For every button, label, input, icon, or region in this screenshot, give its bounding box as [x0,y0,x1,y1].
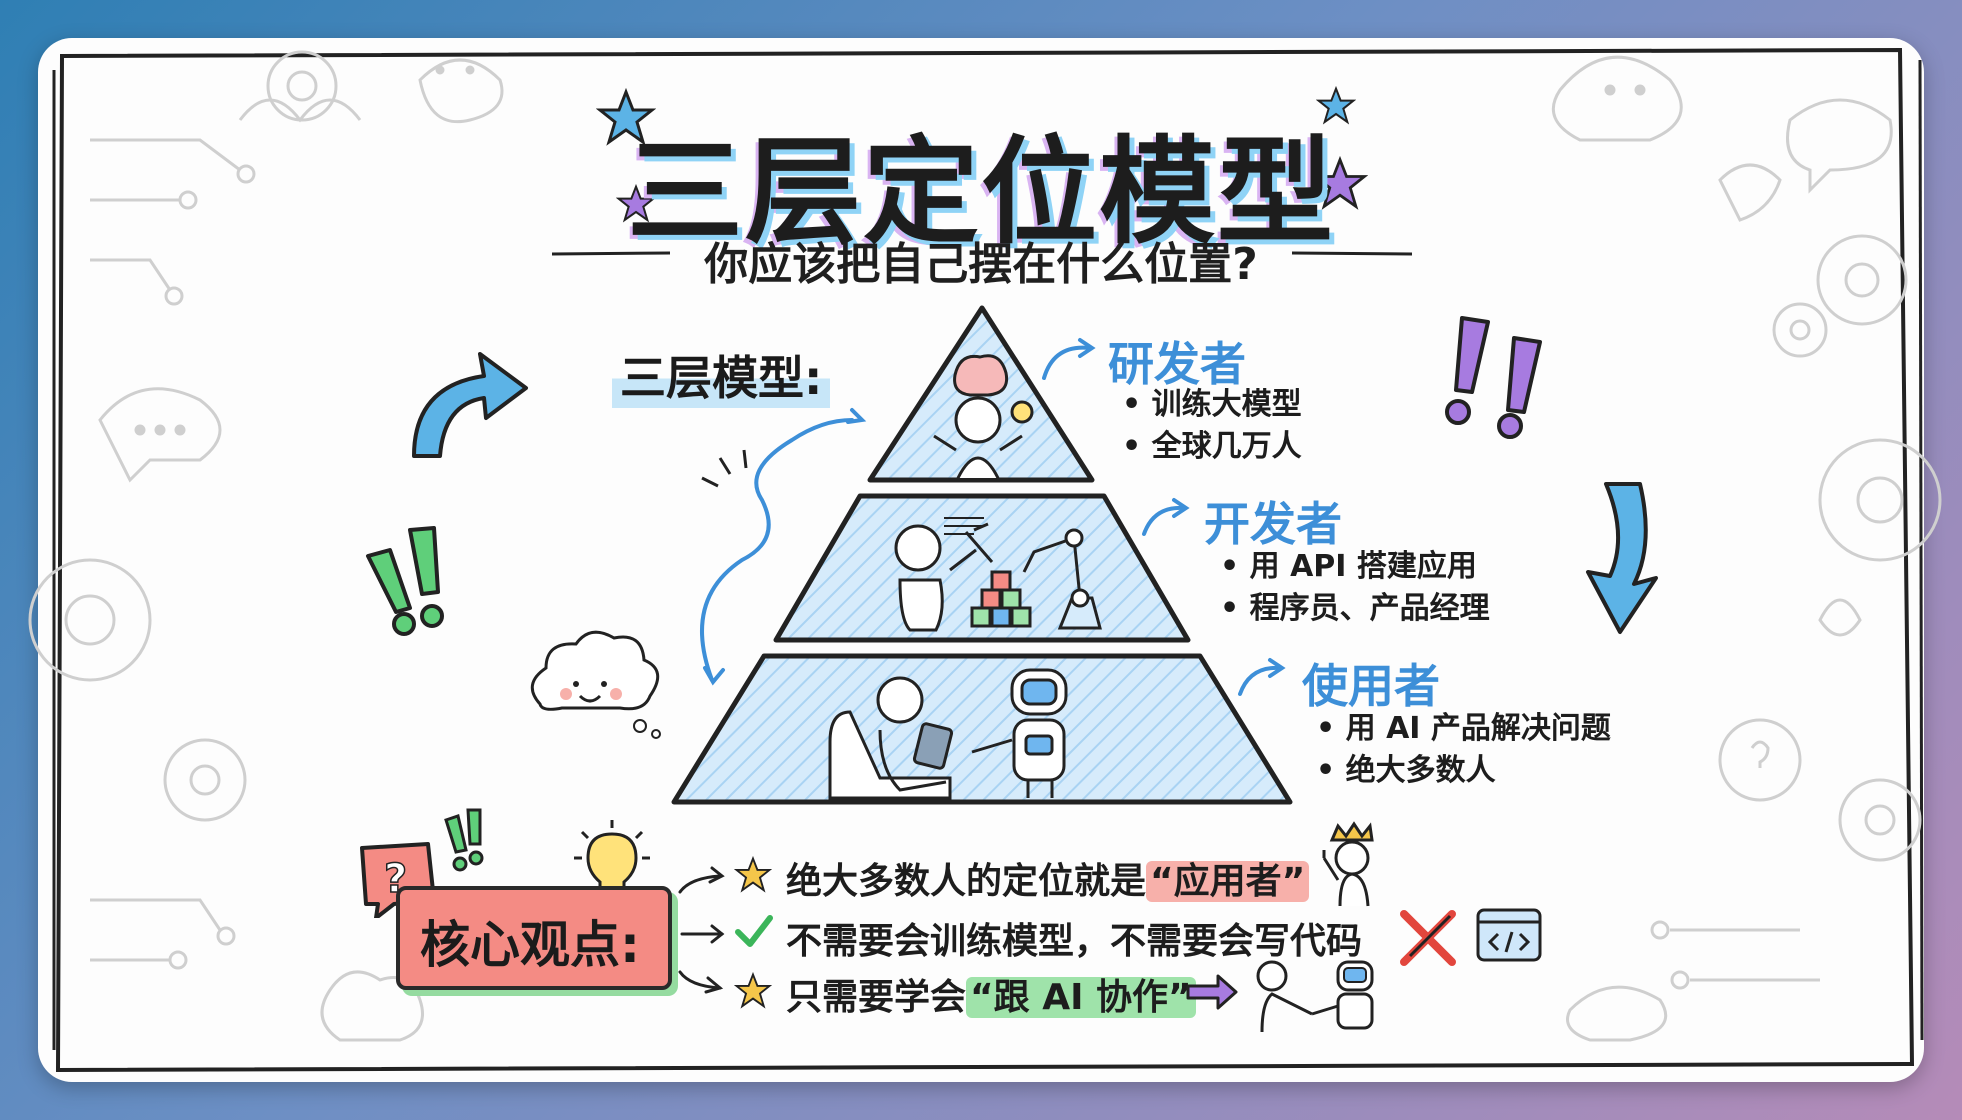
core-point-text: 不需要会训练模型，不需要会写代码 [786,921,1363,962]
core-point-highlight: “跟 AI 协作” [966,977,1196,1018]
handshake-icon [1256,960,1374,1033]
cloud-icon [530,630,661,739]
flow-arrow [700,408,867,686]
small-exclamation-icon [444,808,484,872]
bullet-item: 程序员、产品经理 [1220,588,1490,630]
researcher-figure [933,354,1034,479]
tier-bullets-researcher: 训练大模型 全球几万人 [1122,384,1302,468]
star-icon [1316,86,1356,125]
label-arrow [1042,338,1286,696]
core-point-text: 绝大多数人的定位就是 [786,861,1147,902]
curved-arrow-icon [412,352,528,458]
star-icon [734,972,772,1009]
star-icon [1312,156,1368,210]
tier-bullets-user: 用 AI 产品解决问题 绝大多数人 [1316,708,1611,792]
bullet-item: 用 API 搭建应用 [1220,546,1490,588]
tier-bullets-developer: 用 API 搭建应用 程序员、产品经理 [1220,546,1490,630]
bullet-item: 绝大多数人 [1316,750,1611,792]
core-point-text: 只需要学会 [786,977,967,1018]
svg-text:?: ? [384,856,407,902]
right-arrow-icon [1186,974,1238,1010]
page-title: 三层定位模型 [627,125,1335,260]
user-robot-figure [828,668,1068,800]
code-window-icon [1476,908,1542,962]
checkmark-icon [735,915,773,947]
star-icon [616,184,656,223]
bullet-item: 全球几万人 [1122,426,1302,468]
core-point: 绝大多数人的定位就是“应用者” [786,852,1310,904]
core-label: 核心观点: [420,916,640,974]
star-icon [596,88,656,146]
core-label-box [396,886,672,990]
tier-title-developer: 开发者 [1204,497,1342,551]
no-tools-icon [1400,910,1456,966]
model-label: 三层模型: [612,342,831,408]
bullet-item: 用 AI 产品解决问题 [1316,708,1611,750]
bullet-item: 训练大模型 [1122,384,1302,426]
crowned-person-icon [1322,821,1374,907]
tier-title-researcher: 研发者 [1108,337,1246,391]
subtitle-rules [551,251,1413,256]
subtitle: 你应该把自己摆在什么位置? [704,239,1258,290]
tier-title-user: 使用者 [1302,659,1440,713]
down-arrow-icon [1586,482,1658,634]
exclamation-icon [366,526,444,636]
exclamation-icon [1445,316,1542,439]
pyramid-tier-bottom [671,653,1293,805]
developer-figure [894,517,1102,632]
core-point: 不需要会训练模型，不需要会写代码 [786,912,1362,964]
core-point-highlight: “应用者” [1146,861,1310,902]
star-icon [734,856,772,893]
core-point: 只需要学会“跟 AI 协作” [786,968,1196,1020]
